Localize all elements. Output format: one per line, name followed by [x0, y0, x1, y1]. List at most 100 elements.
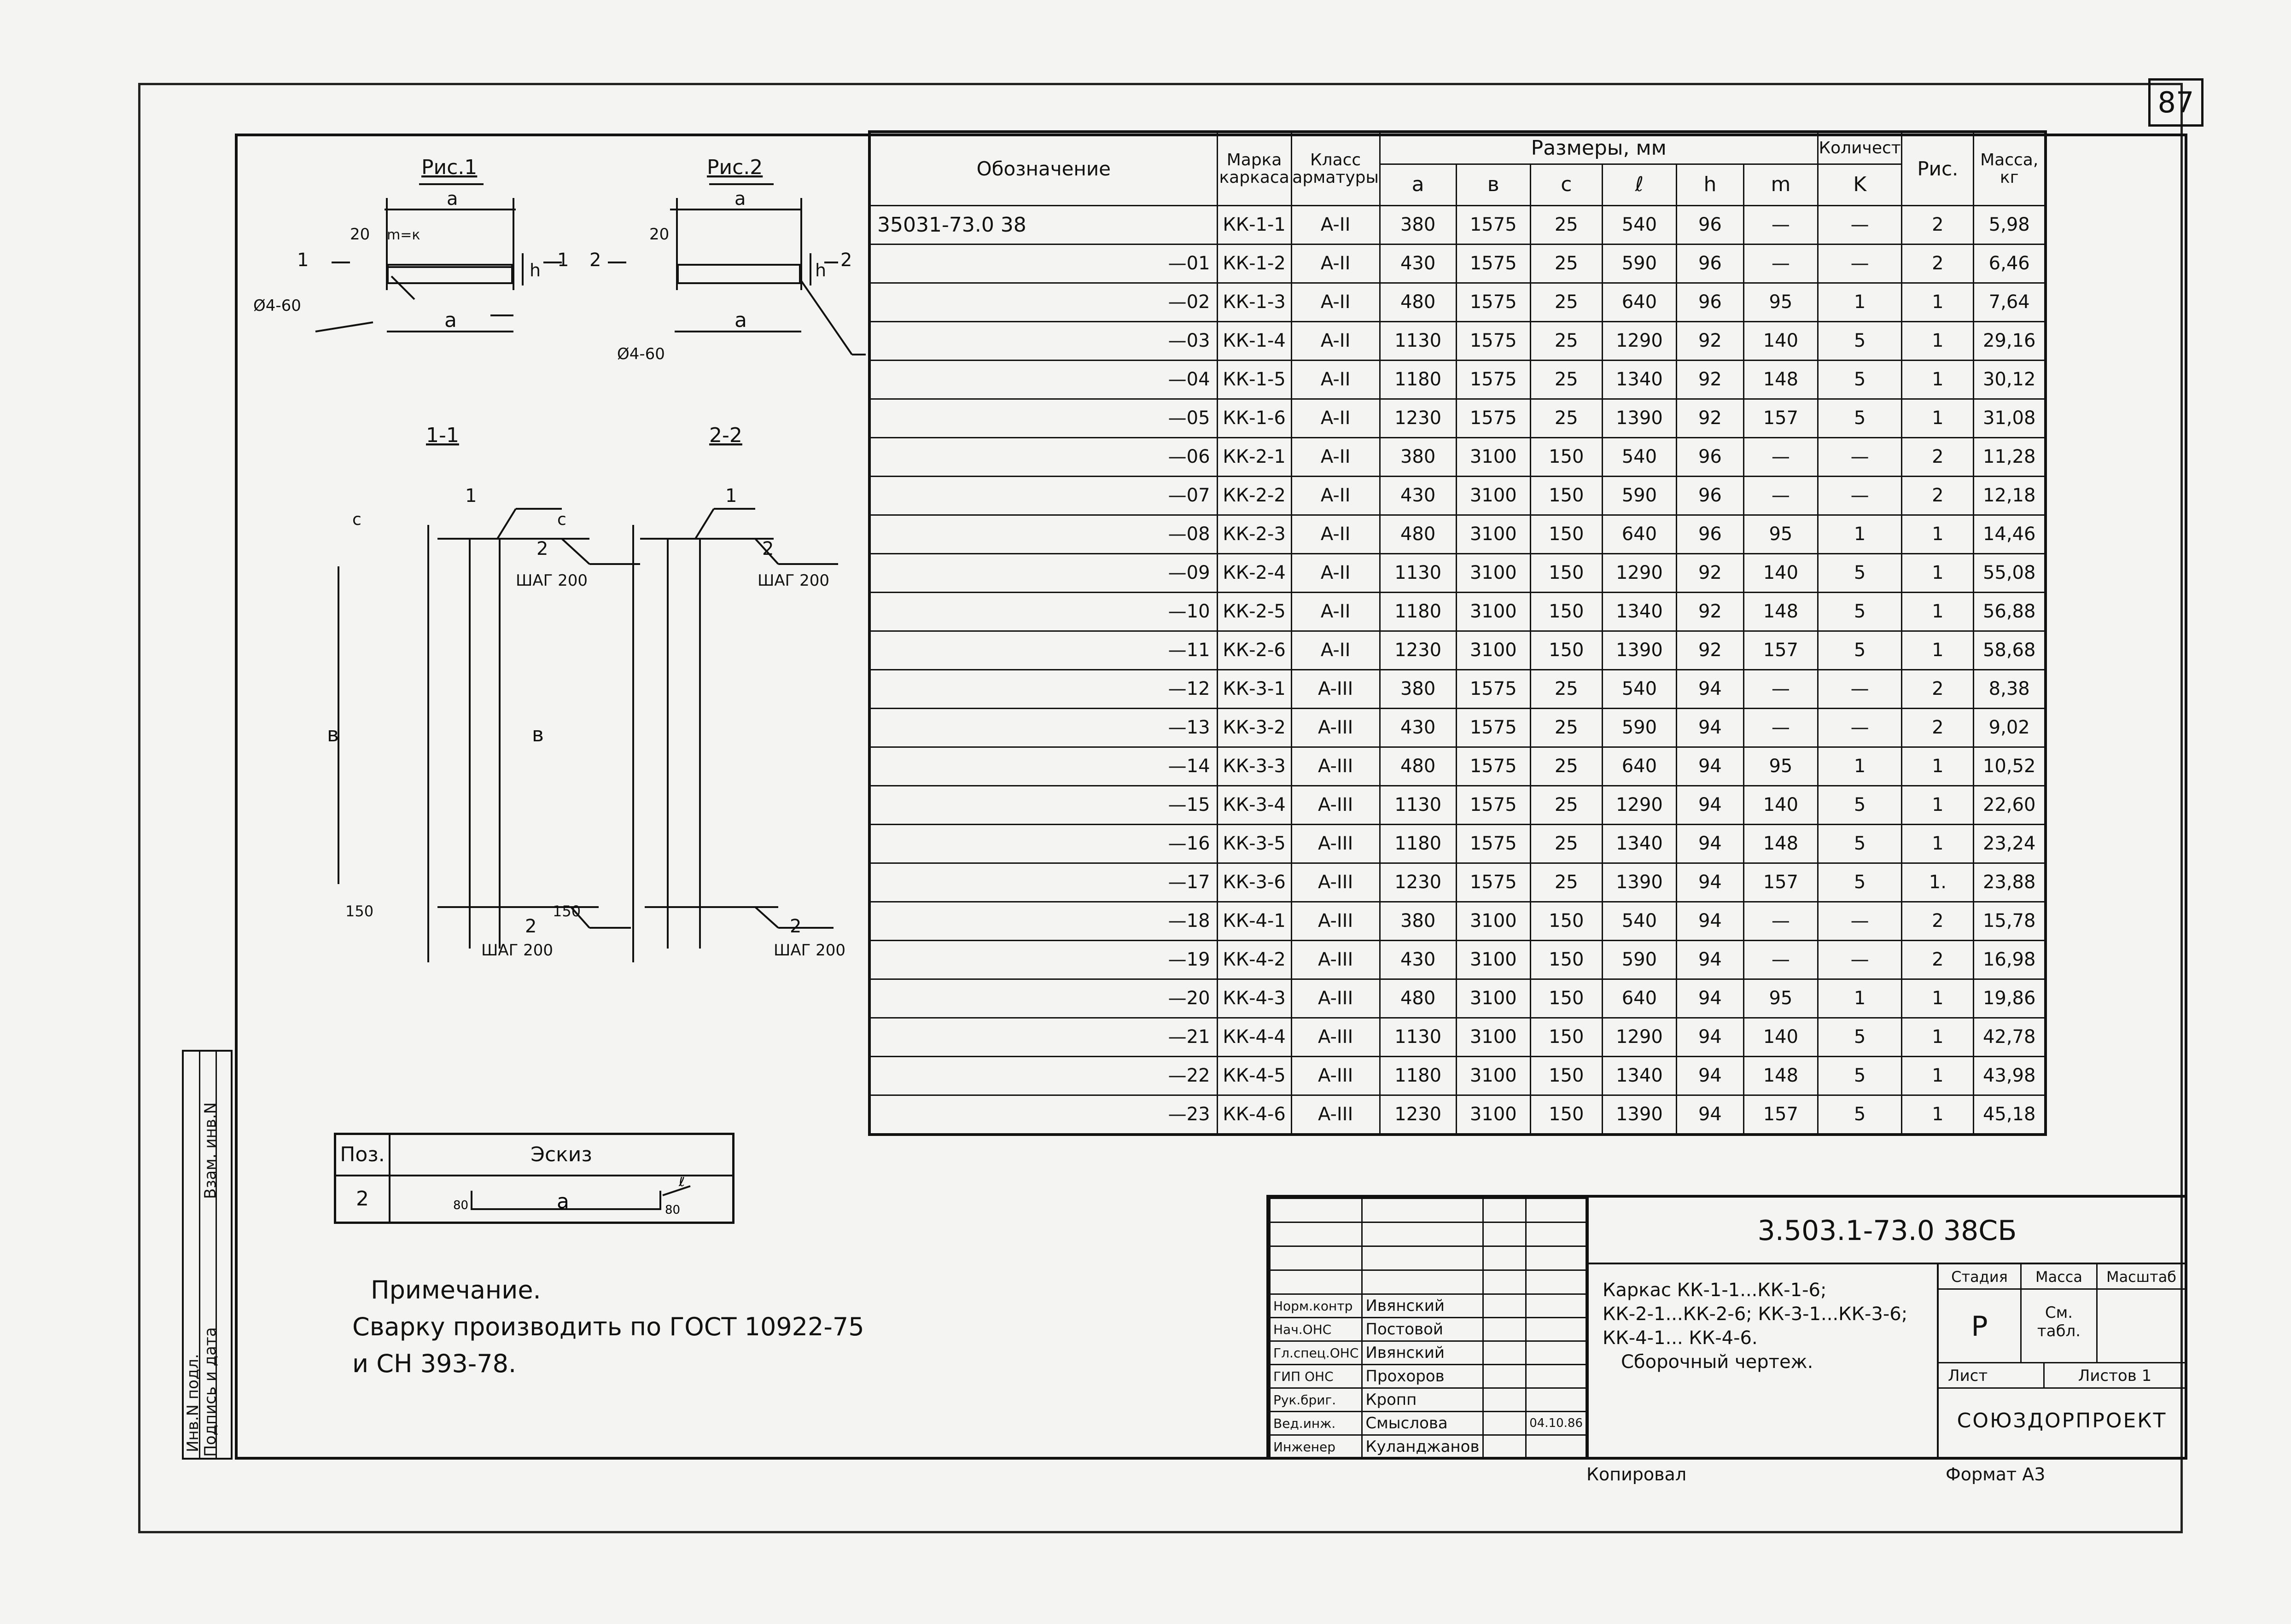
signature-empty-cell	[1482, 1246, 1527, 1271]
cell-fig: 1.	[1901, 862, 1975, 902]
cell-b: 3100	[1455, 939, 1531, 980]
cell-c: 150	[1529, 1055, 1603, 1096]
cell-cls: A-II	[1290, 204, 1381, 245]
cell-des: —03	[869, 320, 1218, 361]
sidebar-inv-label: Инв.N подл.	[184, 1354, 202, 1452]
cell-c: 25	[1529, 707, 1603, 748]
cell-a: 480	[1379, 282, 1457, 322]
signature-empty-row	[1269, 1222, 1587, 1247]
cell-k: —	[1817, 707, 1903, 748]
cell-m: —	[1743, 475, 1819, 516]
cell-l: 540	[1601, 437, 1677, 477]
cell-mark: КК-4-2	[1216, 939, 1292, 980]
head-designation: Обозначение	[869, 131, 1218, 206]
fig1-cut-right: 1	[557, 250, 569, 271]
cell-mark: КК-4-3	[1216, 978, 1292, 1019]
cell-a: 430	[1379, 475, 1457, 516]
cell-a: 430	[1379, 707, 1457, 748]
fig2-title: Рис.2	[707, 156, 763, 179]
pos-value: 2	[334, 1174, 391, 1223]
cell-fig: 1	[1901, 630, 1975, 670]
cell-k: 5	[1817, 785, 1903, 825]
fig2-cut-left: 2	[589, 250, 601, 271]
cell-mass: 12,18	[1973, 475, 2046, 516]
cell-mass: 55,08	[1973, 553, 2046, 593]
signature-empty-cell	[1361, 1222, 1484, 1247]
head-fig: Рис.	[1901, 131, 1975, 206]
cell-k: 5	[1817, 823, 1903, 864]
cell-mass: 58,68	[1973, 630, 2046, 670]
cell-des: 35031-73.0 38	[869, 204, 1218, 245]
cell-k: 5	[1817, 398, 1903, 438]
cell-l: 590	[1601, 243, 1677, 284]
cell-des: —13	[869, 707, 1218, 748]
cell-mark: КК-2-1	[1216, 437, 1292, 477]
cell-c: 150	[1529, 591, 1603, 632]
cell-l: 540	[1601, 901, 1677, 941]
cell-k: 5	[1817, 862, 1903, 902]
cell-h: 96	[1675, 437, 1744, 477]
sub-a: a	[1379, 163, 1457, 206]
cell-fig: 2	[1901, 204, 1975, 245]
cell-m: 148	[1743, 591, 1819, 632]
cell-mark: КК-3-1	[1216, 669, 1292, 709]
cell-cls: A-III	[1290, 823, 1381, 864]
cell-c: 25	[1529, 823, 1603, 864]
cell-h: 94	[1675, 978, 1744, 1019]
cell-fig: 2	[1901, 669, 1975, 709]
cell-m: 157	[1743, 630, 1819, 670]
cell-b: 3100	[1455, 437, 1531, 477]
cell-k: —	[1817, 204, 1903, 245]
cell-fig: 2	[1901, 243, 1975, 284]
cell-h: 96	[1675, 475, 1744, 516]
cell-h: 94	[1675, 669, 1744, 709]
signature-empty-cell	[1269, 1246, 1363, 1271]
cell-h: 96	[1675, 514, 1744, 554]
cell-l: 590	[1601, 707, 1677, 748]
section1-callout-1: 1	[465, 485, 477, 506]
cell-mark: КК-3-5	[1216, 823, 1292, 864]
cell-mark: КК-1-4	[1216, 320, 1292, 361]
cell-des: —21	[869, 1017, 1218, 1057]
section1-step-bottom: ШАГ 200	[481, 941, 553, 960]
mass-value: См. табл.	[2022, 1290, 2098, 1363]
cell-mass: 42,78	[1973, 1017, 2046, 1057]
cell-fig: 2	[1901, 475, 1975, 516]
cell-des: —19	[869, 939, 1218, 980]
cell-b: 3100	[1455, 1094, 1531, 1135]
fig1-dim-a-bottom: a	[444, 309, 457, 332]
fig2-dim-20: 20	[649, 225, 669, 244]
cell-c: 150	[1529, 939, 1603, 980]
cell-c: 25	[1529, 243, 1603, 284]
signature-empty-row	[1269, 1246, 1587, 1271]
cell-m: —	[1743, 437, 1819, 477]
cell-mass: 9,02	[1973, 707, 2046, 748]
cell-l: 640	[1601, 978, 1677, 1019]
cell-fig: 2	[1901, 437, 1975, 477]
cell-l: 640	[1601, 514, 1677, 554]
cell-b: 1575	[1455, 243, 1531, 284]
copied-by: Копировал	[1586, 1464, 1687, 1484]
sidebar-sign-label: Подпись и дата	[201, 1327, 220, 1457]
mass-head: Масса	[2022, 1264, 2098, 1290]
cell-l: 1390	[1601, 862, 1677, 902]
section2-step-top: ШАГ 200	[758, 571, 829, 590]
cell-cls: A-III	[1290, 707, 1381, 748]
cell-des: —17	[869, 862, 1218, 902]
cell-b: 3100	[1455, 978, 1531, 1019]
position-table: Поз. Эскиз 2 80 80 a ℓ	[334, 1133, 735, 1224]
cell-h: 94	[1675, 785, 1744, 825]
cell-b: 3100	[1455, 553, 1531, 593]
cell-k: 1	[1817, 282, 1903, 322]
cell-cls: A-III	[1290, 862, 1381, 902]
cell-mark: КК-3-2	[1216, 707, 1292, 748]
sub-c: c	[1529, 163, 1603, 206]
